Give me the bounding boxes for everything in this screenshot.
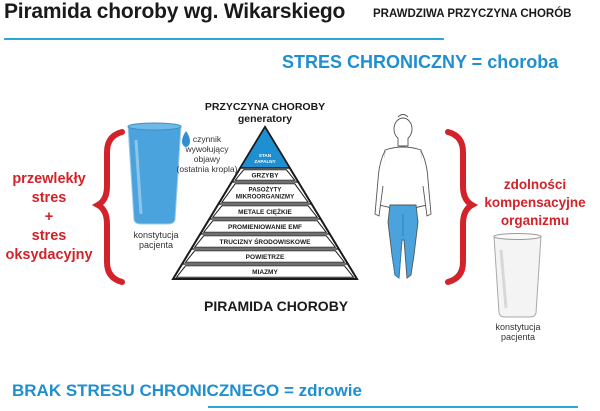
full-glass-icon [127, 122, 182, 225]
drop-note-line: (ostatnia kropla) [176, 164, 238, 174]
woman-figure-icon [374, 114, 432, 279]
left-bracket [91, 129, 125, 285]
right-bracket [445, 129, 479, 285]
drop-note-line: czynnik [192, 134, 222, 144]
right-label: zdolności kompensacyjne organizmu [476, 176, 594, 230]
glass-caption-line: pacjenta [500, 332, 536, 342]
pyramid-layer [193, 235, 337, 248]
pyramid-layer [202, 220, 328, 233]
pyramid-layer-label: PROMIENIOWANIE EMF [228, 224, 302, 231]
water-drop-icon [182, 131, 190, 147]
pyramid-layer [234, 169, 296, 181]
glass-caption-line: pacjenta [138, 240, 174, 250]
pyramid-apex [238, 125, 292, 169]
pyramid-apex-label: STAN [259, 153, 272, 158]
pyramid-layer [175, 265, 355, 278]
glass-caption-line: konstytucja [495, 322, 541, 332]
pyramid-heading: PRZYCZYNA CHOROBY generatory [200, 101, 330, 125]
pyramid-heading-line1: PRZYCZYNA CHOROBY [204, 101, 326, 113]
page-subtitle: PRAWDZIWA PRZYCZYNA CHORÓB [373, 8, 572, 20]
pyramid-caption: PIRAMIDA CHOROBY [204, 298, 349, 314]
drop-note: czynnik wywołujący objawy (ostatnia krop… [176, 134, 238, 174]
right-label-line: kompensacyjne [484, 195, 586, 210]
glass-caption-right: konstytucja pacjenta [488, 322, 548, 342]
pyramid-layer-label: PASOŻYTY [249, 187, 283, 194]
pyramid-apex-label: ZAPALNY [254, 159, 275, 164]
pyramid-layer [184, 250, 346, 263]
empty-glass-icon [493, 233, 542, 318]
health-heading: BRAK STRESU CHRONICZNEGO = zdrowie [12, 381, 362, 400]
right-label-line: zdolności [503, 177, 567, 192]
left-label-line: + [44, 209, 54, 225]
header-divider [4, 38, 444, 40]
pyramid-heading-line2: generatory [237, 113, 293, 125]
left-label-line: przewlekły [12, 171, 86, 187]
pyramid-layer-label: METALE CIĘŻKIE [238, 208, 292, 216]
pyramid-layer [220, 183, 310, 203]
left-label-line: stres [31, 228, 67, 244]
pyramid-layer-label: MIAZMY [252, 269, 278, 276]
glass-caption-line: konstytucja [133, 230, 179, 240]
stress-heading: STRES CHRONICZNY = choroba [282, 52, 559, 72]
drop-note-line: wywołujący [185, 144, 229, 154]
left-label-line: oksydacyjny [5, 247, 93, 263]
pyramid-layer-label: MIKROORGANIZMY [236, 194, 295, 201]
pyramid-layer-label: GRZYBY [251, 172, 279, 179]
right-label-line: organizmu [500, 213, 570, 228]
left-label-line: stres [31, 190, 67, 206]
glass-caption-left: konstytucja pacjenta [126, 230, 186, 250]
pyramid-layer [211, 205, 319, 218]
footer-divider [208, 406, 578, 408]
left-label: przewlekły stres + stres oksydacyjny [0, 170, 98, 265]
page-title: Piramida choroby wg. Wikarskiego [4, 0, 346, 23]
pyramid-layer-label: POWIETRZE [246, 254, 285, 261]
drop-note-line: objawy [193, 154, 221, 164]
pyramid-layer-label: TRUCIZNY ŚRODOWISKOWE [220, 237, 312, 246]
